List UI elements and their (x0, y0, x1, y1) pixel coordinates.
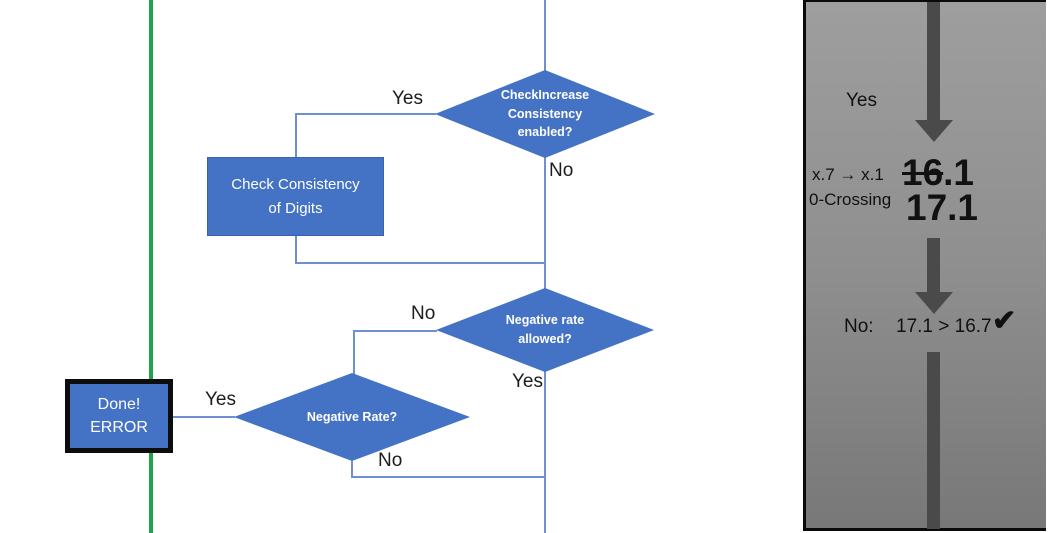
down-arrow-head-icon (915, 120, 953, 142)
panel-rule-line1: x.7 → x.1 (812, 165, 884, 184)
connector-top-into-decision1 (544, 0, 546, 72)
decision-negative-rate-allowed-label: Negative rate allowed? (505, 313, 585, 346)
edge-label-decision2-no: No (411, 303, 436, 324)
connector-decision3-yes-to-done (173, 416, 235, 418)
decision-negative-rate-allowed: Negative rate allowed? (436, 288, 654, 372)
panel-yes-label: Yes (846, 90, 877, 111)
edge-label-decision3-yes: Yes (205, 389, 236, 410)
connector-process-rejoin (295, 262, 546, 264)
connector-process-down (295, 236, 297, 264)
check-mark-icon: ✔ (992, 305, 1017, 337)
connector-decision2-no-horizontal (353, 330, 437, 332)
decision-check-increase-consistency: CheckIncrease Consistency enabled? (435, 70, 655, 158)
connector-decision2-no-vertical (353, 330, 355, 375)
panel-result-label: No: (844, 316, 874, 337)
panel-old-value-suffix: .1 (943, 152, 975, 193)
connector-decision3-no-horizontal (351, 476, 546, 478)
down-arrow-icon (927, 352, 940, 529)
panel-rule-line2: 0-Crossing (809, 190, 892, 209)
connector-decision1-no-vertical (544, 156, 546, 290)
down-arrow-icon (927, 238, 940, 292)
panel-comparison: 17.1 > 16.7 (896, 316, 992, 337)
done-line2: ERROR (90, 419, 148, 436)
edge-label-decision1-no: No (549, 160, 574, 181)
process-check-consistency-of-digits: Check Consistency of Digits (207, 157, 384, 236)
connector-decision1-yes-vertical (295, 113, 297, 158)
connector-decision3-no-vertical (351, 461, 353, 478)
panel-old-value-struck: 16 (902, 152, 944, 193)
connector-decision1-yes-horizontal (295, 113, 436, 115)
panel-old-value: 16.1 (902, 154, 974, 191)
terminator-done-error: Done! ERROR (65, 379, 173, 453)
edge-label-decision3-no: No (378, 450, 403, 471)
connector-decision2-yes-vertical (544, 370, 546, 533)
decision-check-increase-label: CheckIncrease Consistency enabled? (500, 87, 590, 140)
done-line1: Done! (97, 395, 141, 413)
down-arrow-head-icon (915, 292, 953, 314)
edge-label-decision1-yes: Yes (392, 88, 423, 109)
side-panel: Yes x.7 → x.1 0-Crossing 16.1 17.1 No: 1… (803, 0, 1046, 531)
green-divider-line (149, 0, 153, 533)
decision-negative-rate: Negative Rate? (234, 373, 470, 461)
panel-new-value: 17.1 (906, 187, 979, 228)
down-arrow-icon (927, 2, 940, 120)
edge-label-decision2-yes: Yes (512, 371, 543, 392)
decision-negative-rate-label: Negative Rate? (306, 409, 398, 424)
process-check-consistency-label: Check Consistency of Digits (231, 176, 360, 217)
